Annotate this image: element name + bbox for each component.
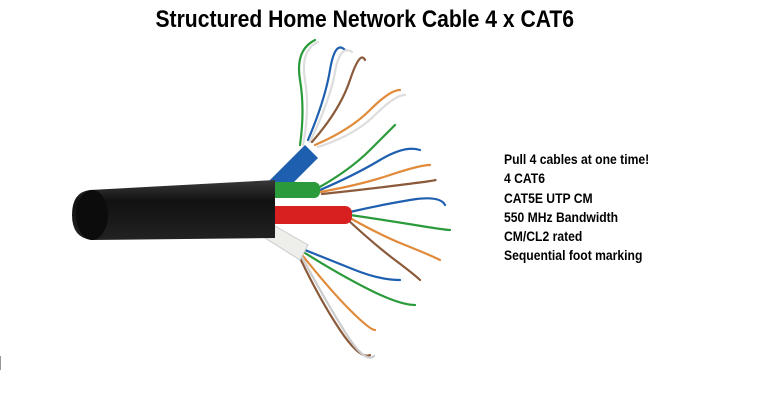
feature-item: Sequential foot marking xyxy=(504,248,643,264)
feature-item: Pull 4 cables at one time! xyxy=(504,152,650,167)
feature-item: CAT5E UTP CM xyxy=(504,190,593,206)
twisted-pairs xyxy=(297,38,452,359)
feature-item: CM/CL2 rated xyxy=(504,229,583,245)
inner-cables xyxy=(261,145,352,261)
product-title: Structured Home Network Cable 4 x CAT6 xyxy=(155,6,575,33)
feature-item: 550 MHz Bandwidth xyxy=(504,209,619,225)
feature-item: 4 CAT6 xyxy=(504,171,545,187)
edge-mark xyxy=(0,356,1,370)
outer-jacket xyxy=(72,180,275,240)
feature-list: Pull 4 cables at one time! 4 CAT6 CAT5E … xyxy=(504,150,665,266)
